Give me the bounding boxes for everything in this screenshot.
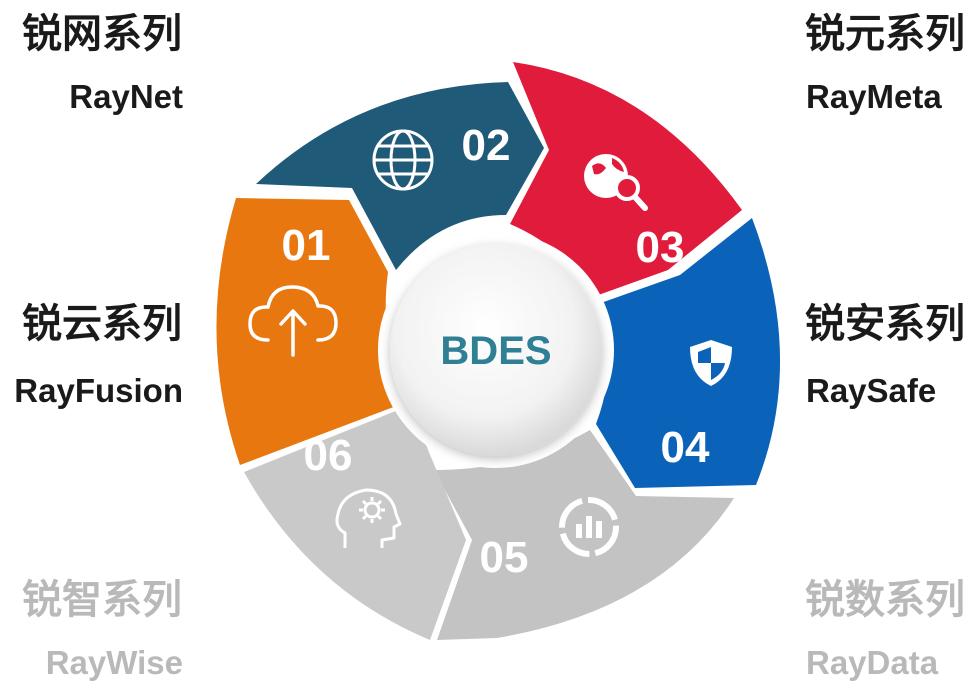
head-gear-icon xyxy=(335,488,402,548)
segment-02-number: 02 xyxy=(462,121,511,170)
segment-04-number: 04 xyxy=(661,423,710,472)
hub xyxy=(390,244,602,456)
segment-05-number: 05 xyxy=(480,533,529,582)
segment-05-shape xyxy=(434,430,734,640)
segment-04-shape xyxy=(596,218,781,488)
series-03-name: 锐元系列 xyxy=(805,11,965,57)
segment-02-shape xyxy=(256,82,544,270)
series-03-code: RayMeta xyxy=(806,78,942,115)
series-02-name: 锐网系列 xyxy=(22,11,182,57)
segment-06-number: 06 xyxy=(304,431,353,480)
globe-search-icon xyxy=(584,154,648,211)
segment-01-number: 01 xyxy=(282,221,331,270)
series-05-name: 锐数系列 xyxy=(805,577,965,623)
series-04-code: RaySafe xyxy=(806,372,937,409)
series-01-name: 锐云系列 xyxy=(22,301,182,347)
bar-chart-icon xyxy=(559,497,619,557)
series-06-code: RayWise xyxy=(45,644,183,681)
globe-icon xyxy=(372,129,434,191)
segment-01-shape xyxy=(216,198,412,465)
series-05-code: RayData xyxy=(806,644,939,681)
series-01-code: RayFusion xyxy=(14,372,183,409)
hub-label: BDES xyxy=(440,329,551,373)
shield-icon xyxy=(690,340,732,386)
segment-03-number: 03 xyxy=(636,223,685,272)
segment-06-shape xyxy=(244,406,466,640)
series-06-name: 锐智系列 xyxy=(22,577,182,623)
cloud-upload-icon xyxy=(248,285,338,357)
series-04-name: 锐安系列 xyxy=(805,301,965,347)
series-02-code: RayNet xyxy=(69,78,183,115)
